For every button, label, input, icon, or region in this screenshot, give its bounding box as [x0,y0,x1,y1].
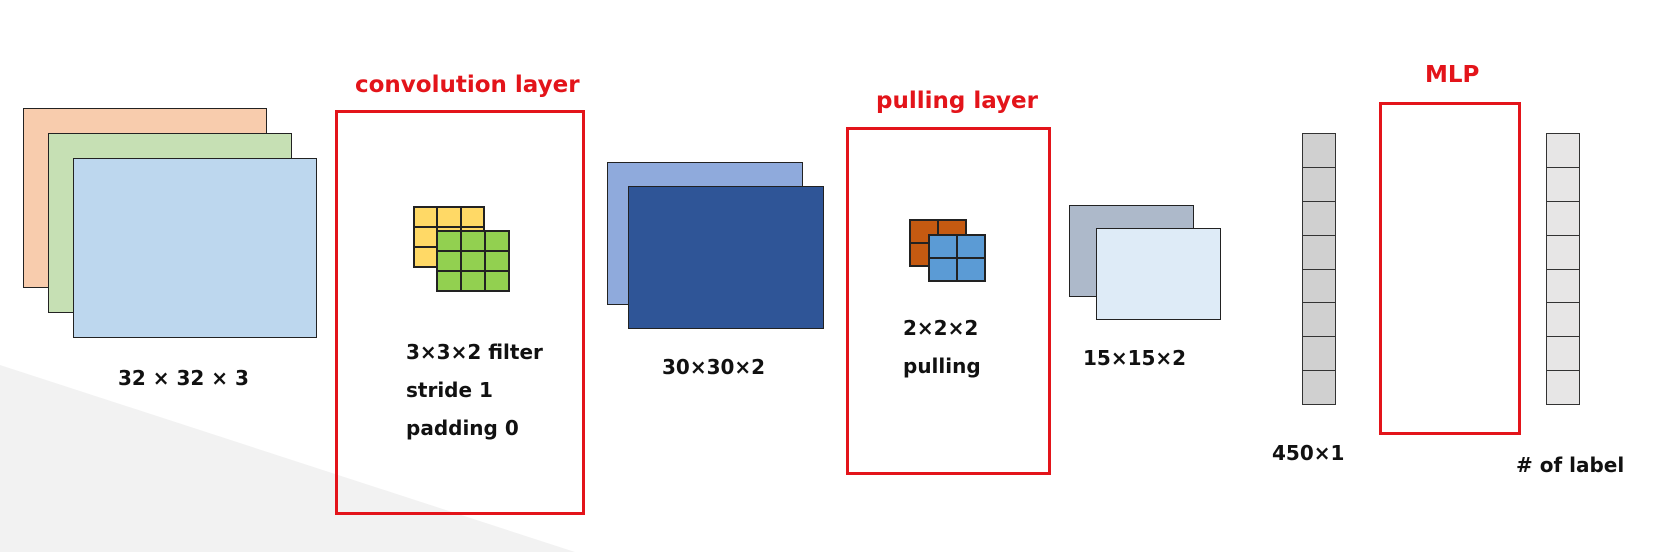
pool-window-front [928,234,986,282]
input-channel-3 [73,158,317,338]
pool-size-label: 2×2×2 [903,316,979,340]
pool-type-label: pulling [903,354,981,378]
flatten-vector [1302,133,1336,405]
conv-stride-label: stride 1 [406,378,493,402]
conv-layer-title: convolution layer [355,72,580,98]
pool-output-map-2 [1096,228,1221,320]
pool-layer-box [846,127,1051,475]
conv-output-size-label: 30×30×2 [662,355,766,379]
pool-output-size-label: 15×15×2 [1083,346,1187,370]
conv-output-map-2 [628,186,824,329]
pool-layer-title: pulling layer [876,88,1038,114]
flatten-size-label: 450×1 [1272,441,1345,465]
conv-padding-label: padding 0 [406,416,519,440]
input-size-label: 32 × 32 × 3 [118,366,249,390]
conv-filter-front [436,230,510,292]
output-vector [1546,133,1580,405]
mlp-title: MLP [1425,62,1480,88]
mlp-box [1379,102,1521,435]
output-size-label: # of label [1516,453,1625,477]
conv-layer-box [335,110,585,515]
conv-filter-label: 3×3×2 filter [406,340,543,364]
